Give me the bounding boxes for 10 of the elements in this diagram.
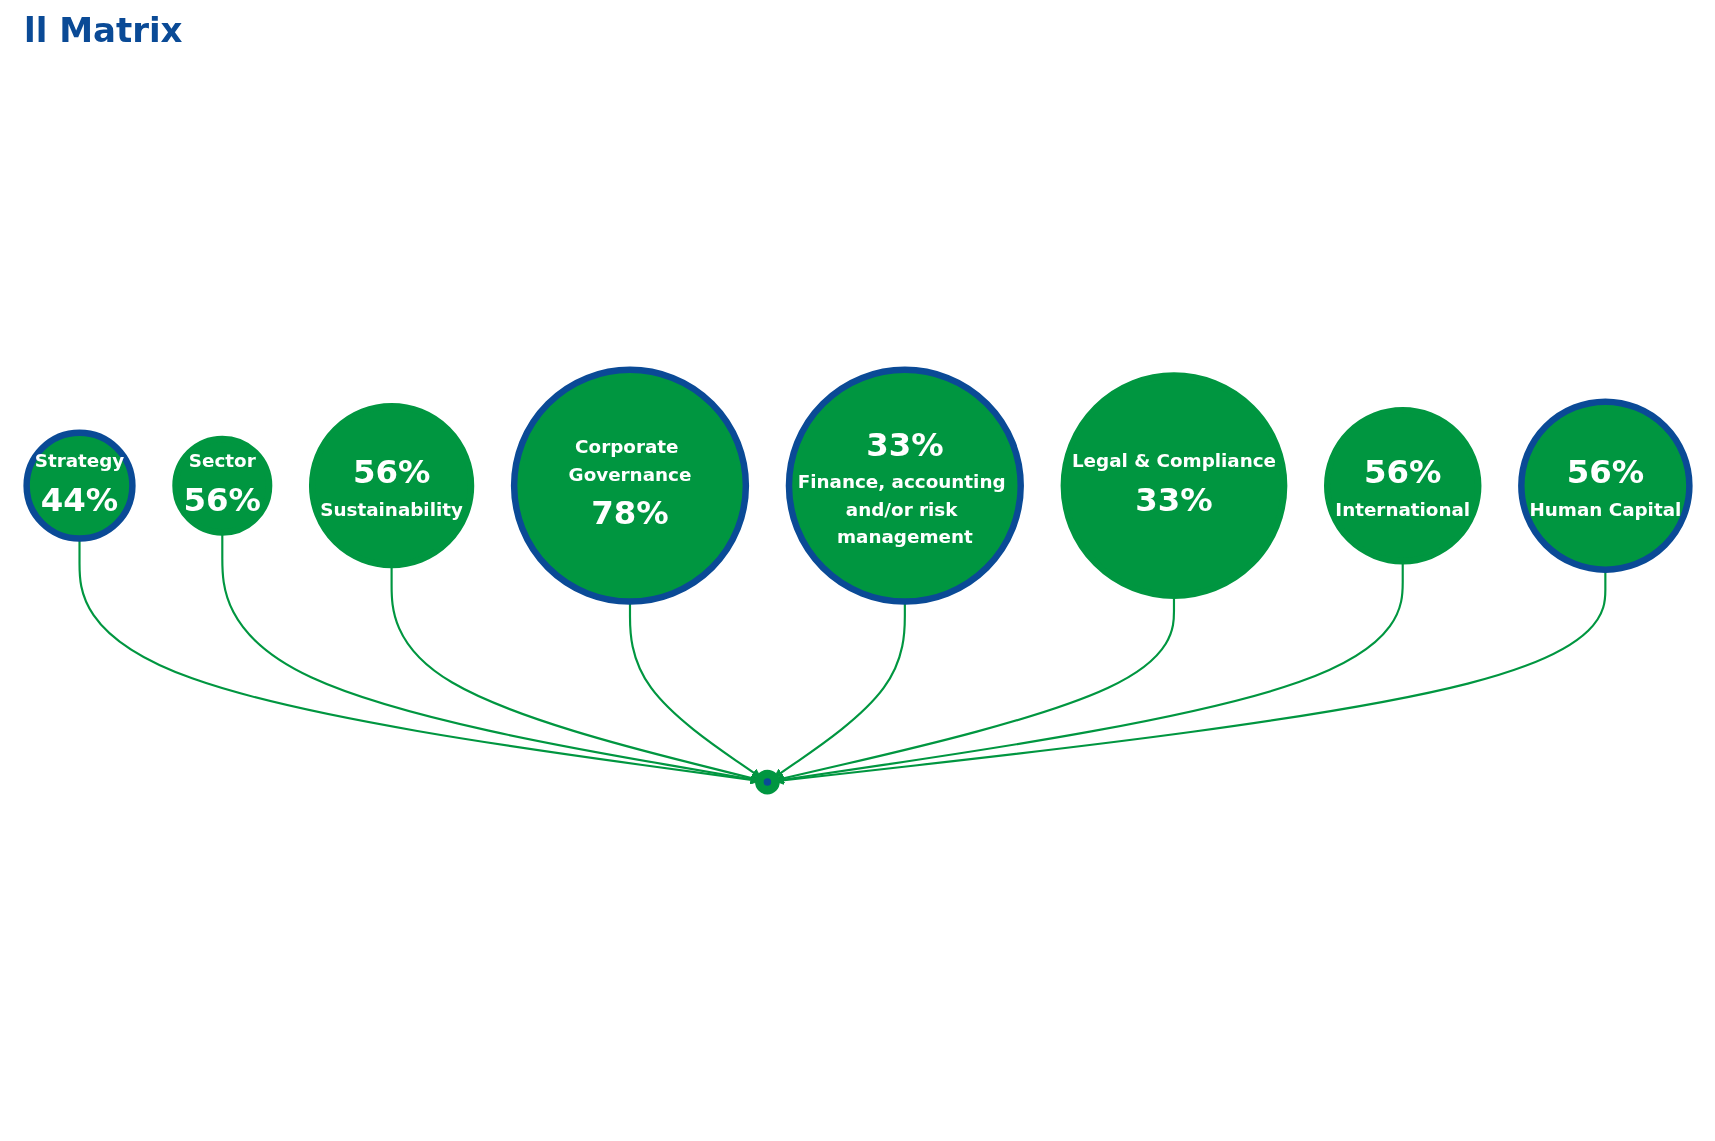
node-circle: 56% Sustainability: [308, 403, 474, 569]
node-circle: Corporate Governance 78%: [510, 366, 749, 605]
node-circle: 56% Human Capital: [1517, 398, 1693, 573]
node-circle: Legal & Compliance 33%: [1060, 372, 1287, 600]
node-circle: 56% International: [1323, 406, 1481, 565]
node-circle: Sector 56%: [171, 435, 272, 536]
title: ll Matrix: [24, 10, 184, 50]
node-circle: [754, 769, 780, 795]
node-circle: Strategy 44%: [22, 429, 136, 542]
node-circle: 33% Finance, accounting and/or risk management: [785, 366, 1024, 605]
